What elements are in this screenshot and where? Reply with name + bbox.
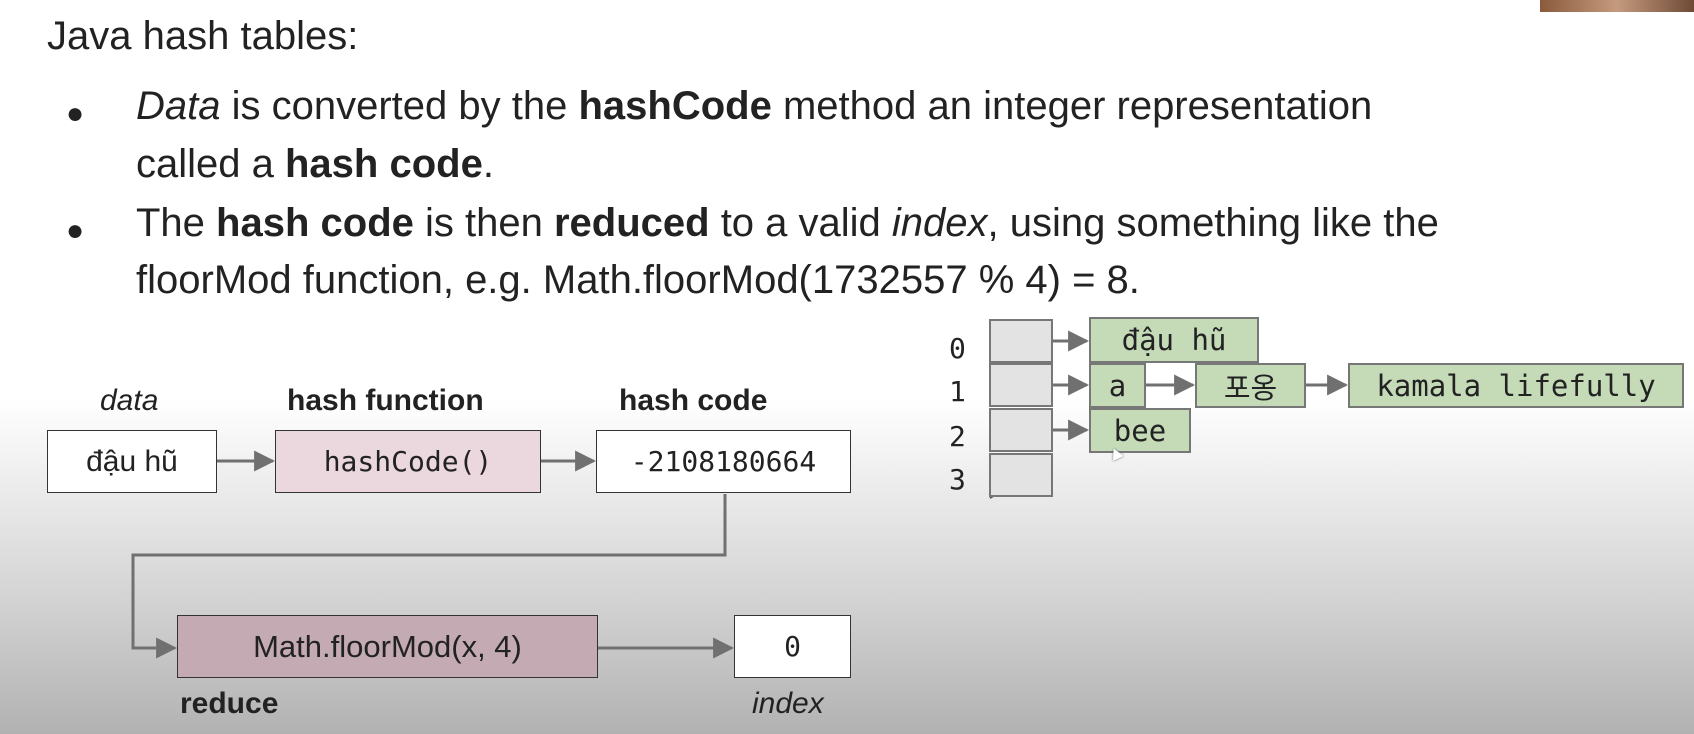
text-run: hash code (284, 142, 483, 186)
label-hash-function: hash function (287, 384, 484, 417)
text-run: method an integer representation (771, 84, 1373, 128)
bullet-2-line-1: The hash code is then reduced to a valid… (136, 201, 1439, 246)
node-bucket0-0: đậu hũ (1089, 317, 1259, 363)
text-run: hash code (216, 201, 414, 245)
text-run: is then (413, 201, 554, 245)
bullet-dot-icon: ● (66, 97, 85, 130)
text-run: floorMod function, e.g. Math.floorMod(17… (136, 258, 1140, 302)
text-run: reduced (553, 201, 710, 245)
bullet-1-line-1: Data is converted by the hashCode method… (136, 84, 1372, 129)
bullet-1-line-2: called a hash code. (136, 142, 494, 187)
data-box: đậu hũ (47, 430, 217, 493)
bullet-2-line-2: floorMod function, e.g. Math.floorMod(17… (136, 258, 1140, 303)
hash-code-box: -2108180664 (596, 430, 851, 493)
text-run: , using something like the (987, 201, 1439, 245)
hash-function-box: hashCode() (275, 430, 541, 493)
arrow-hash-code-to-reduce (131, 494, 727, 659)
text-run: is converted by the (220, 84, 579, 128)
node-bucket1-0: a (1089, 363, 1146, 408)
index-box: 0 (734, 615, 851, 678)
text-run: Data (136, 84, 221, 128)
text-run: index (891, 201, 988, 245)
node-bucket1-2: kamala lifefully (1348, 363, 1684, 408)
slide-title: Java hash tables: (47, 14, 359, 58)
bullet-dot-icon: ● (66, 214, 85, 247)
webcam-thumbnail (1540, 0, 1694, 12)
text-run: . (482, 142, 494, 186)
bucket-index-0: 0 (949, 332, 966, 365)
label-index: index (752, 687, 824, 720)
text-run: called a (136, 142, 285, 186)
bucket-index-1: 1 (949, 375, 966, 408)
bucket-cell-0 (989, 319, 1053, 363)
label-reduce: reduce (180, 687, 279, 720)
bucket-cell-3 (989, 453, 1053, 497)
reduce-box: Math.floorMod(x, 4) (177, 615, 598, 678)
node-bucket1-1: 포옹 (1195, 363, 1306, 408)
bucket-index-2: 2 (949, 420, 966, 453)
text-run: to a valid (709, 201, 892, 245)
bucket-cell-1 (989, 363, 1053, 407)
label-hash-code: hash code (619, 384, 768, 417)
text-run: hashCode (578, 84, 772, 128)
bucket-index-3: 3 (949, 463, 966, 496)
node-bucket2-0: bee (1089, 408, 1191, 453)
bucket-cell-2 (989, 408, 1053, 452)
text-run: The (136, 201, 217, 245)
label-data: data (100, 384, 159, 417)
